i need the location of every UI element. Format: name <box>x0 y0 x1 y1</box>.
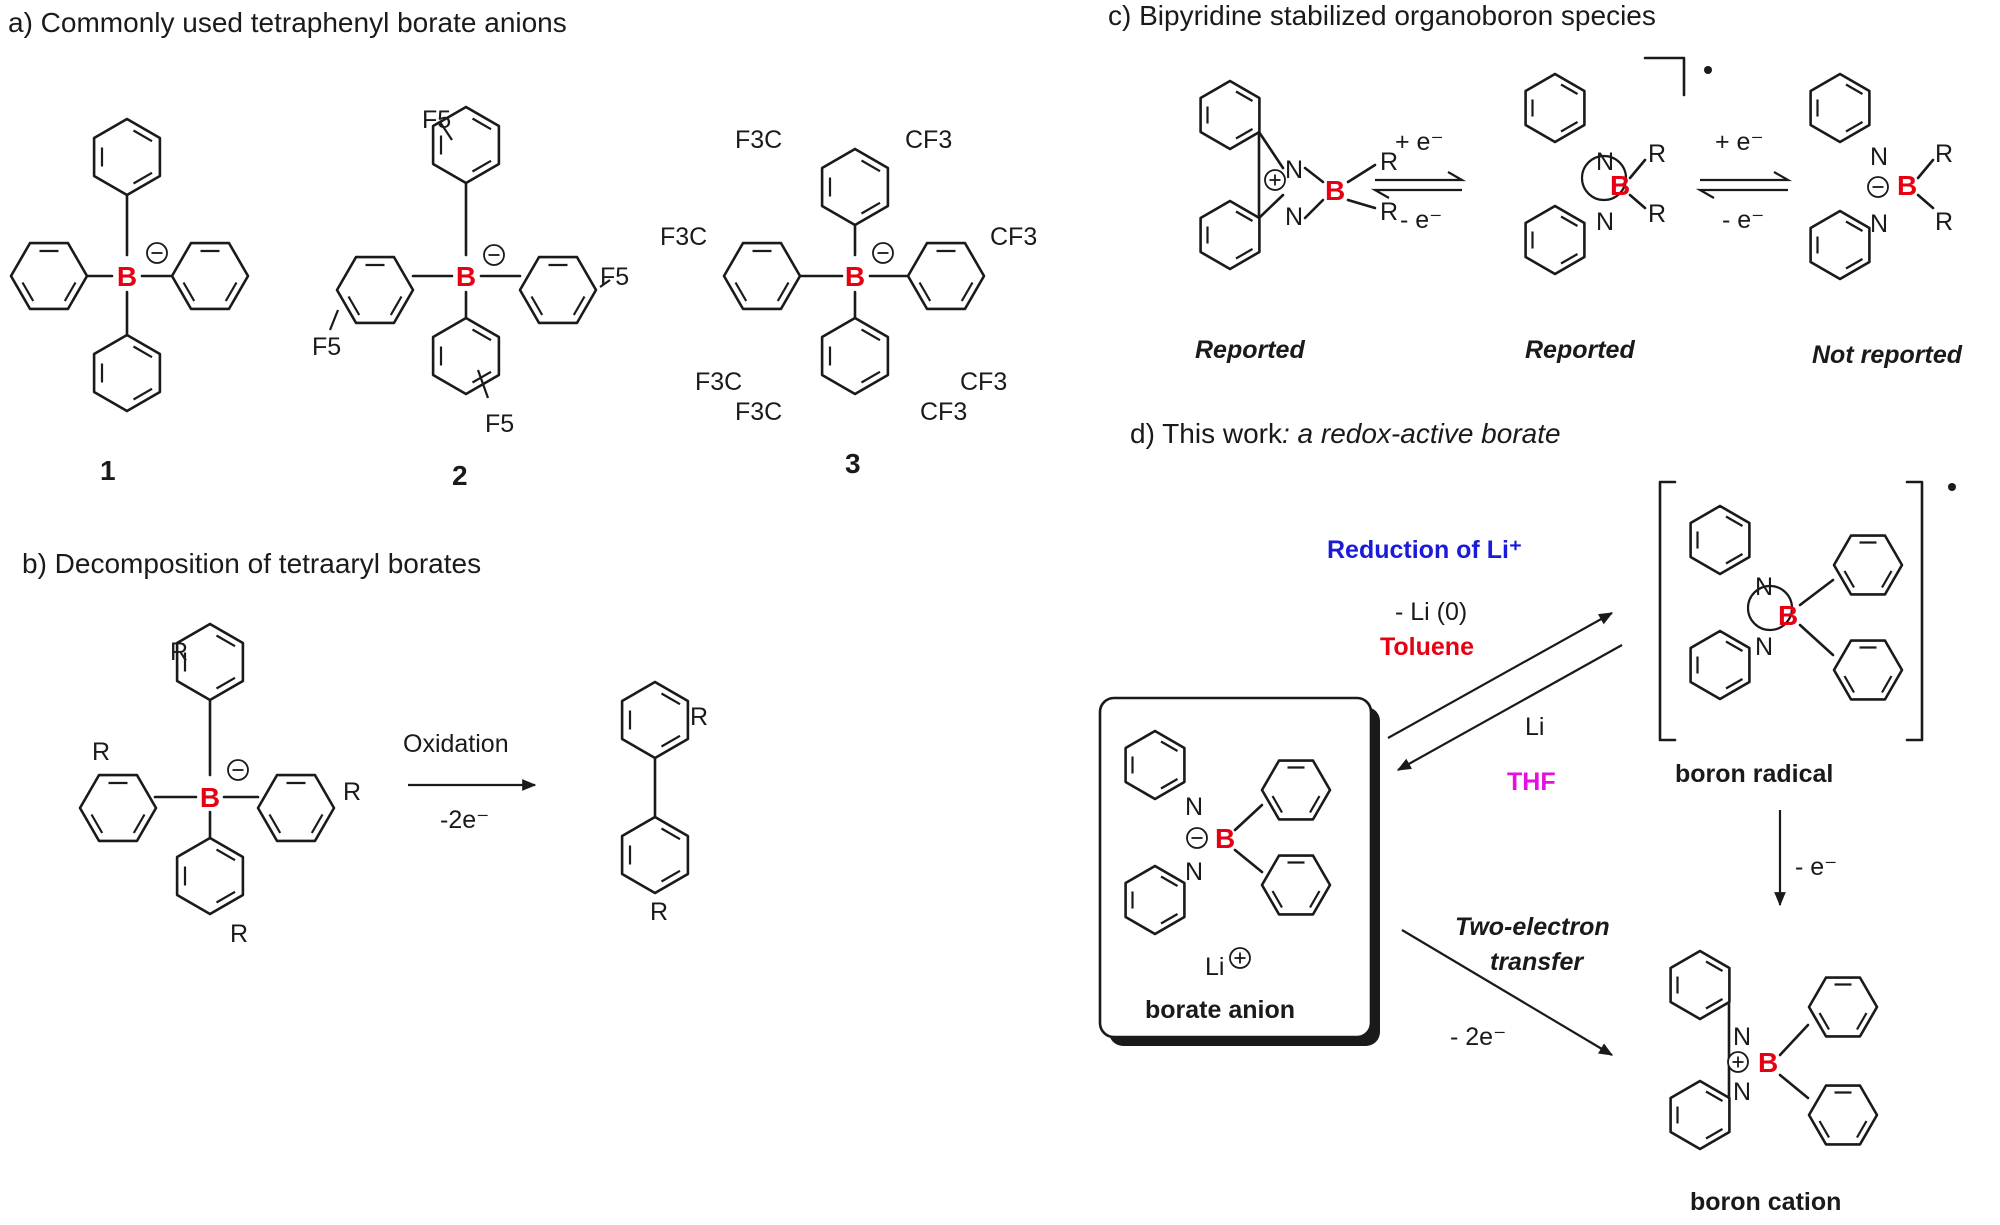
borate-anion-box: N N B Li borate anion <box>1098 696 1380 1046</box>
r-group: R <box>1648 140 1666 168</box>
label-not-reported: Not reported <box>1812 341 1963 369</box>
step1-reverse-label: - e⁻ <box>1400 206 1442 234</box>
compound-label-2: 2 <box>452 460 468 491</box>
boron-atom: B <box>1215 823 1235 854</box>
r-group: R <box>170 638 188 666</box>
nitrogen-atom: N <box>1733 1078 1751 1106</box>
bipyridine-boron-cation-c: N N B R R <box>1199 79 1398 271</box>
f5-label: F5 <box>600 263 629 291</box>
biaryl-product: R R <box>620 680 708 926</box>
bipyridine-boron-anion-c: N N B R R <box>1809 72 1953 281</box>
f5-label: F5 <box>485 410 514 438</box>
equilibrium-forward-arrow <box>1375 171 1467 182</box>
step2-forward-label: + e⁻ <box>1715 128 1764 156</box>
step1-forward-label: + e⁻ <box>1395 128 1444 156</box>
boron-atom: B <box>1758 1047 1778 1078</box>
boron-atom: B <box>1897 170 1917 201</box>
reduction-label: Reduction of Li⁺ <box>1327 536 1522 564</box>
nitrogen-atom: N <box>1596 208 1614 236</box>
boron-atom: B <box>1778 600 1798 631</box>
r-group: R <box>1648 200 1666 228</box>
f5-label: F5 <box>422 106 451 134</box>
nitrogen-atom: N <box>1285 203 1303 231</box>
compound-label-1: 1 <box>100 455 116 486</box>
nitrogen-atom: N <box>1755 633 1773 661</box>
nitrogen-atom: N <box>1285 156 1303 184</box>
li-add-label: Li <box>1525 713 1544 741</box>
f5-label: F5 <box>312 333 341 361</box>
cf3-label: CF3 <box>990 223 1037 251</box>
nitrogen-atom: N <box>1870 143 1888 171</box>
boron-cation-label: boron cation <box>1690 1188 1841 1216</box>
nitrogen-atom: N <box>1185 858 1203 886</box>
boron-radical-label: boron radical <box>1675 760 1833 788</box>
cf3-label: CF3 <box>960 368 1007 396</box>
r-group: R <box>1380 148 1398 176</box>
compound-2-perfluorophenylborate: B F5 F5 F5 F5 <box>312 105 629 438</box>
f3c-label: F3C <box>735 398 782 426</box>
two-electron-label-line2: transfer <box>1490 948 1584 976</box>
lithium-counterion: Li <box>1205 953 1224 981</box>
solvent-toluene: Toluene <box>1380 633 1474 661</box>
forward-arrow <box>1387 612 1614 739</box>
r-group: R <box>690 703 708 731</box>
reverse-arrow <box>1396 644 1623 771</box>
nitrogen-atom: N <box>1870 210 1888 238</box>
equilibrium-forward-arrow <box>1700 171 1793 182</box>
oxidation-label: - e⁻ <box>1795 853 1837 881</box>
boron-cation-d: N N B <box>1669 949 1879 1151</box>
cf3-label: CF3 <box>920 398 967 426</box>
nitrogen-atom: N <box>1185 793 1203 821</box>
panel-a-title: a) Commonly used tetraphenyl borate anio… <box>8 7 567 38</box>
boron-atom: B <box>200 782 220 813</box>
equilibrium-reverse-arrow <box>1695 188 1788 199</box>
step2-reverse-label: - e⁻ <box>1722 206 1764 234</box>
r-group: R <box>1380 198 1398 226</box>
compound-3-bar-f-borate: B F3C CF3 F3C CF3 F3C CF3 F3C CF3 <box>660 126 1037 426</box>
nitrogen-atom: N <box>1733 1023 1751 1051</box>
boron-atom: B <box>117 261 137 292</box>
r-group: R <box>1935 140 1953 168</box>
label-reported-2: Reported <box>1525 336 1635 364</box>
compound-1-tetraphenylborate: B <box>9 117 250 413</box>
r-group: R <box>343 778 361 806</box>
cf3-label: CF3 <box>905 126 952 154</box>
oxidation-conditions: -2e⁻ <box>440 806 489 834</box>
boron-radical-d: N N B <box>1658 480 1956 742</box>
boron-atom: B <box>456 261 476 292</box>
r-group: R <box>650 898 668 926</box>
r-group: R <box>1935 208 1953 236</box>
li-loss-label: - Li (0) <box>1395 598 1467 626</box>
borate-anion-label: borate anion <box>1145 996 1295 1024</box>
two-electron-arrow <box>1401 929 1614 1056</box>
bipyridine-boron-radical-c: N N B R R <box>1524 56 1712 276</box>
equilibrium-reverse-arrow <box>1370 188 1462 199</box>
oxidation-label: Oxidation <box>403 730 509 758</box>
panel-d-title: d) This work: a redox-active borate <box>1130 418 1561 449</box>
f3c-label: F3C <box>660 223 707 251</box>
nitrogen-atom: N <box>1755 573 1773 601</box>
compound-label-3: 3 <box>845 448 861 479</box>
f3c-label: F3C <box>735 126 782 154</box>
nitrogen-atom: N <box>1596 148 1614 176</box>
r-group: R <box>92 738 110 766</box>
two-electron-label-line1: Two-electron <box>1455 913 1610 941</box>
tetraaryl-borate-structure: B R R R R <box>78 622 361 948</box>
f3c-label: F3C <box>695 368 742 396</box>
two-electron-conditions: - 2e⁻ <box>1450 1023 1506 1051</box>
label-reported-1: Reported <box>1195 336 1305 364</box>
r-group: R <box>230 920 248 948</box>
boron-atom: B <box>845 261 865 292</box>
boron-atom: B <box>1610 170 1630 201</box>
panel-b-title: b) Decomposition of tetraaryl borates <box>22 548 481 579</box>
boron-atom: B <box>1325 175 1345 206</box>
solvent-thf: THF <box>1507 768 1556 796</box>
panel-c-title: c) Bipyridine stabilized organoboron spe… <box>1108 0 1656 31</box>
